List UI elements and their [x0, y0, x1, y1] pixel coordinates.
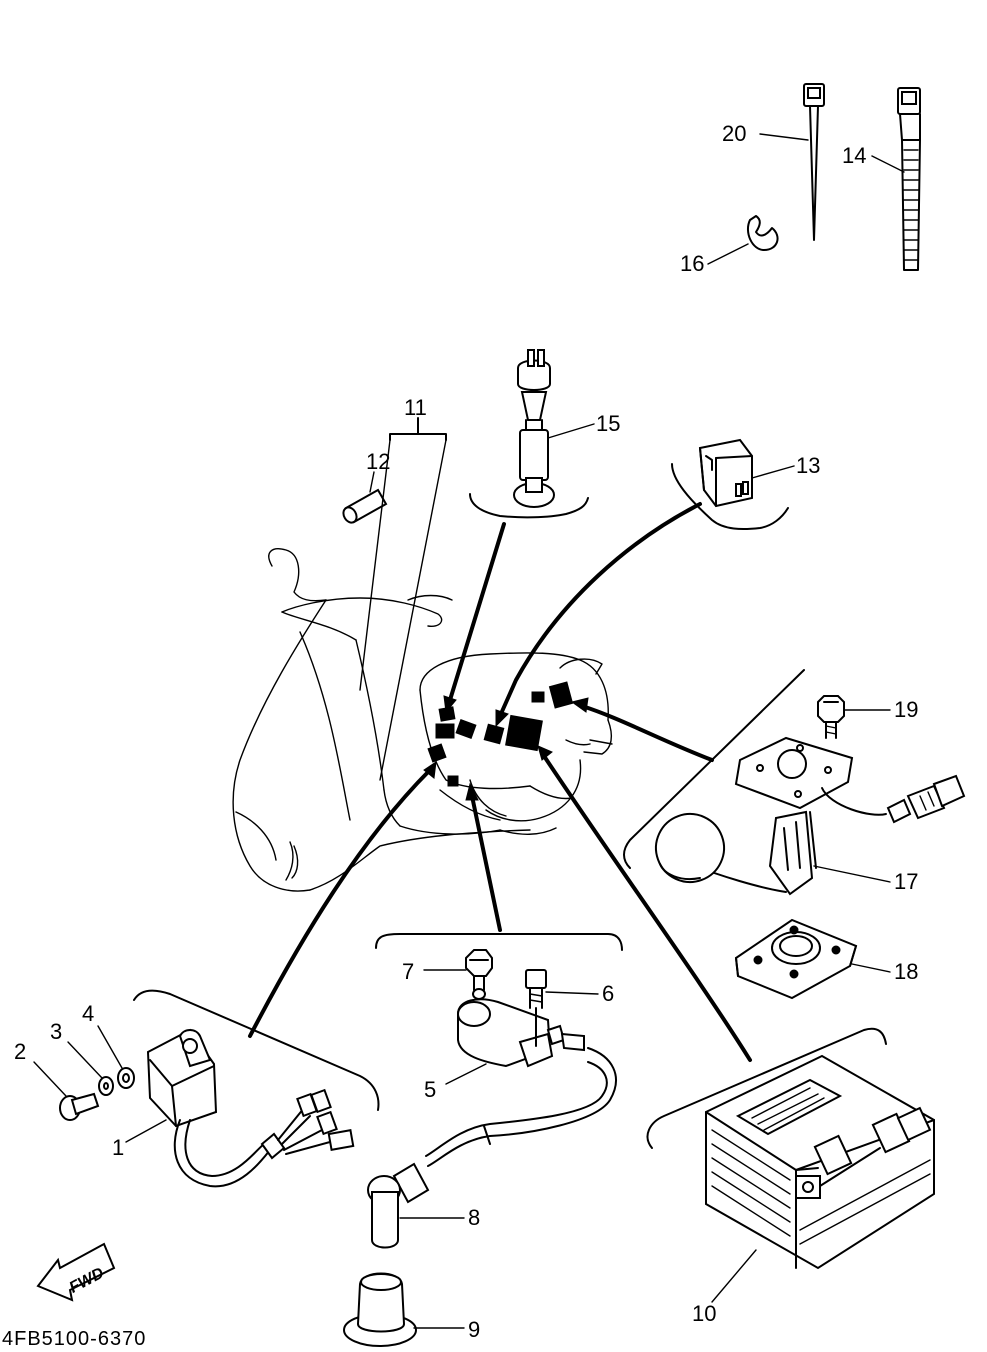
part-15-fuel-unit: [513, 349, 555, 508]
callout-2: 2: [14, 1039, 67, 1097]
scooter-components: [427, 681, 574, 787]
part-14-cable-tie: [897, 87, 921, 271]
part-12-fuse: [342, 488, 388, 524]
callout-label-20: 20: [722, 121, 746, 146]
callout-label-3: 3: [50, 1019, 62, 1044]
callout-label-15: 15: [596, 411, 620, 436]
callout-label-7: 7: [402, 959, 414, 984]
callout-15: 15: [547, 411, 620, 439]
callout-18: 18: [851, 959, 918, 984]
callout-label-14: 14: [842, 143, 866, 168]
leader-lines: [248, 502, 752, 1062]
part-20-cable-tie: [803, 83, 825, 241]
callout-7: 7: [402, 959, 467, 984]
callout-label-6: 6: [602, 981, 614, 1006]
part-10-bracket: [646, 1027, 887, 1149]
part-5-ignition-coil: [457, 998, 585, 1068]
callout-9: 9: [413, 1317, 480, 1342]
callout-label-1: 1: [112, 1135, 124, 1160]
part-1-bracket: [133, 989, 380, 1111]
callout-20: 20: [722, 121, 809, 146]
part-17-fuel-sender: [655, 736, 966, 896]
callout-14: 14: [842, 143, 905, 173]
callout-12: 12: [366, 449, 390, 493]
callout-label-2: 2: [14, 1039, 26, 1064]
callout-label-19: 19: [894, 697, 918, 722]
callout-label-17: 17: [894, 869, 918, 894]
callout-13: 13: [751, 453, 820, 479]
part-6-screw: [525, 969, 547, 1009]
part-17-bracket: [623, 669, 805, 869]
callout-label-9: 9: [468, 1317, 480, 1342]
callout-label-8: 8: [468, 1205, 480, 1230]
fwd-arrow: FWD: [36, 1242, 116, 1302]
callout-label-12: 12: [366, 449, 390, 474]
part-13-bracket: [671, 463, 789, 530]
callout-10: 10: [692, 1249, 757, 1326]
callout-6: 6: [545, 981, 614, 1006]
part-3-washer: [98, 1076, 114, 1096]
callout-8: 8: [399, 1205, 480, 1230]
callout-5: 5: [424, 1063, 487, 1102]
callout-19: 19: [843, 697, 918, 722]
callout-label-16: 16: [680, 251, 704, 276]
part-7-screw: [465, 949, 493, 1000]
callout-16: 16: [680, 243, 749, 276]
part-19-bolt: [817, 695, 845, 739]
callout-1: 1: [112, 1119, 167, 1160]
callout-4: 4: [82, 1001, 123, 1069]
part-number: 4FB5100-6370: [2, 1328, 146, 1350]
scooter-outline: [232, 548, 613, 892]
callout-17: 17: [813, 865, 918, 894]
part-18-gasket: [734, 918, 858, 1000]
part-15-bracket: [469, 493, 589, 519]
part-5-bracket: [375, 933, 623, 951]
part-11-leader: [359, 417, 447, 781]
callout-3: 3: [50, 1019, 103, 1079]
part-4-washer: [117, 1067, 135, 1089]
part-8-plug-cap: [367, 1047, 617, 1249]
part-10-battery: [705, 1054, 935, 1270]
part-2-bolt: [59, 1092, 100, 1121]
part-13-relay: [698, 438, 753, 508]
callout-label-10: 10: [692, 1301, 716, 1326]
callout-label-4: 4: [82, 1001, 94, 1026]
callout-label-13: 13: [796, 453, 820, 478]
callout-label-18: 18: [894, 959, 918, 984]
callout-label-5: 5: [424, 1077, 436, 1102]
part-1-cdi-unit: [146, 1028, 355, 1188]
part-16-clamp: [746, 215, 779, 251]
callout-11: 11: [404, 395, 427, 420]
callout-label-11: 11: [404, 395, 427, 420]
part-9-plug-cover: [343, 1272, 417, 1347]
